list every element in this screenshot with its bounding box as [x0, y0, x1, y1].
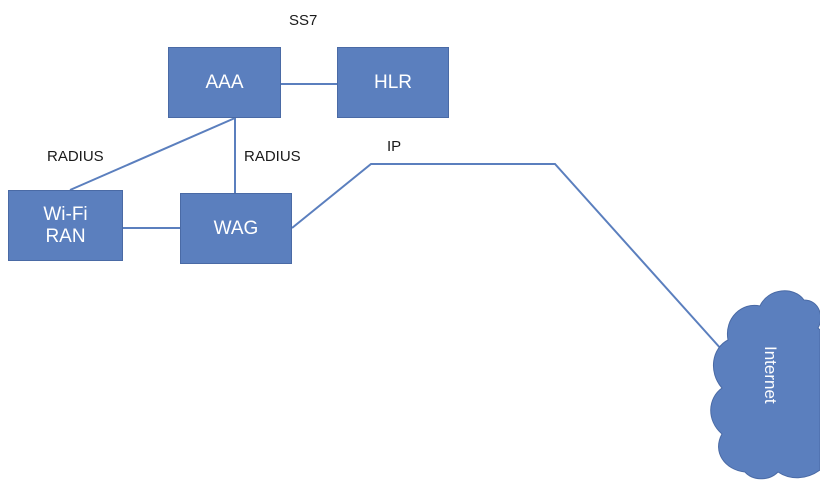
link-aaa-wifi: [69, 117, 236, 191]
hlr-node: HLR: [337, 47, 449, 118]
wifi-ran-node: Wi-Fi RAN: [8, 190, 123, 261]
radius-link-label-right: RADIUS: [244, 148, 301, 165]
aaa-node: AAA: [168, 47, 281, 118]
internet-label: Internet: [761, 346, 780, 404]
wifi-ran-label: Wi-Fi RAN: [43, 203, 88, 247]
link-wag-internet: [291, 163, 723, 351]
wag-label: WAG: [213, 217, 259, 239]
ip-link-label: IP: [387, 138, 402, 155]
wag-node: WAG: [180, 193, 292, 264]
internet-cloud: Internet: [710, 290, 820, 480]
ss7-link-label: SS7: [289, 12, 318, 29]
hlr-label: HLR: [373, 71, 412, 93]
aaa-label: AAA: [205, 71, 244, 93]
radius-link-label-left: RADIUS: [47, 148, 104, 165]
cloud-shape: [710, 290, 820, 480]
